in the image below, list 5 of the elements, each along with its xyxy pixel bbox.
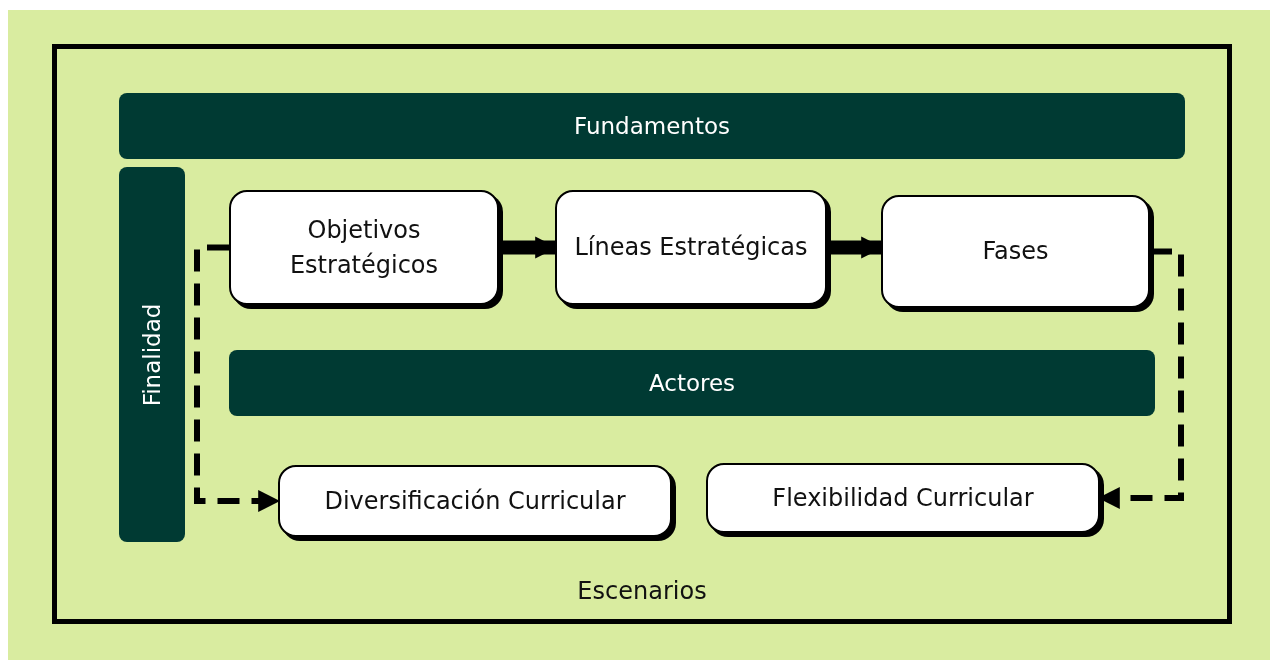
frame-box bbox=[52, 44, 1232, 624]
actors-band: Actores bbox=[229, 350, 1155, 416]
group-title: Escenarios bbox=[576, 577, 708, 605]
side-band: Finalidad bbox=[119, 167, 185, 542]
header-band: Fundamentos bbox=[119, 93, 1185, 159]
